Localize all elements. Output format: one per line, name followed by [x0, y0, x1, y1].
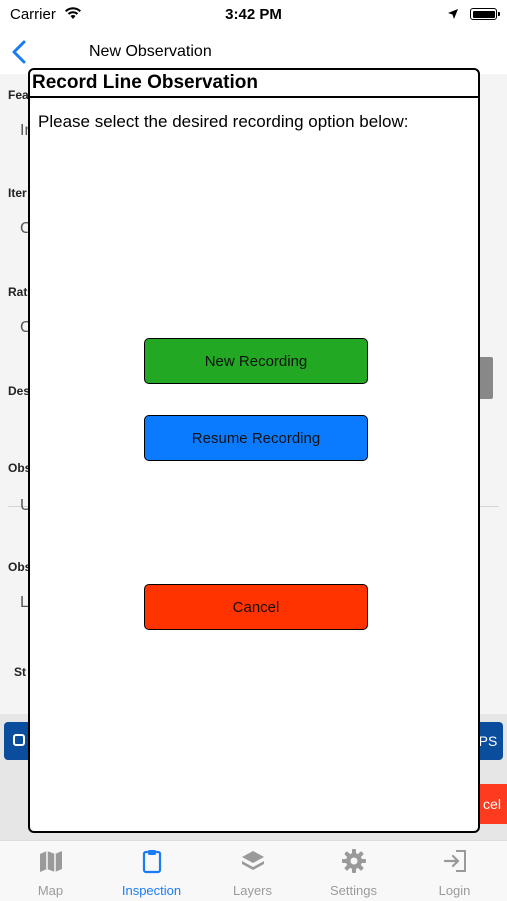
cancel-form-button[interactable]: cel [477, 784, 507, 824]
login-icon [442, 848, 468, 874]
form-label: Obs [8, 560, 32, 574]
dialog-title: Record Line Observation [30, 70, 478, 98]
dialog-message: Please select the desired recording opti… [38, 112, 409, 131]
navigation-bar: New Observation [0, 30, 507, 74]
tab-inspection[interactable]: Inspection [101, 841, 202, 901]
form-label: St [14, 665, 26, 679]
tab-label: Layers [232, 883, 273, 898]
tab-map[interactable]: Map [0, 841, 101, 901]
cancel-button[interactable]: Cancel [144, 584, 368, 630]
chevron-left-icon[interactable] [8, 38, 32, 66]
new-recording-button[interactable]: New Recording [144, 338, 368, 384]
tab-settings[interactable]: Settings [303, 841, 404, 901]
tab-layers[interactable]: Layers [202, 841, 303, 901]
tab-label: Login [438, 883, 471, 898]
battery-icon [470, 8, 500, 20]
clock: 3:42 PM [225, 6, 282, 23]
layers-icon [240, 848, 266, 874]
tab-bar: Map Inspection Layers Settings Login [0, 840, 507, 901]
form-value: L [20, 594, 29, 611]
status-bar: Carrier 3:42 PM [0, 0, 507, 30]
form-value: C [20, 319, 32, 336]
form-label: Rat [8, 285, 28, 299]
location-arrow-icon [447, 7, 459, 25]
page-title: New Observation [89, 43, 212, 60]
carrier-label: Carrier [10, 6, 56, 23]
form-label: Iter [8, 186, 27, 200]
form-value: C [20, 220, 32, 237]
form-label: Fea [8, 88, 29, 102]
record-line-observation-dialog: Record Line Observation Please select th… [28, 68, 480, 833]
form-value: U [20, 497, 32, 514]
form-label: Obs [8, 461, 32, 475]
resume-recording-button[interactable]: Resume Recording [144, 415, 368, 461]
clipboard-icon [139, 848, 165, 874]
wifi-icon [64, 6, 82, 25]
form-label: Des [8, 384, 31, 398]
gear-icon [341, 848, 367, 874]
tab-login[interactable]: Login [404, 841, 505, 901]
scroll-indicator [477, 357, 493, 399]
map-icon [38, 848, 64, 874]
tab-label: Map [37, 883, 64, 898]
tab-label: Inspection [121, 883, 182, 898]
tab-label: Settings [330, 883, 377, 898]
